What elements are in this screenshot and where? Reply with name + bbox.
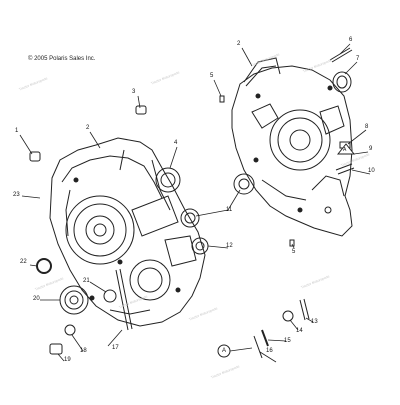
callout-3: 3 [132, 89, 136, 95]
callout-17: 17 [112, 345, 119, 351]
pin-part-5a [219, 95, 225, 103]
bearing-part-11 [180, 208, 200, 228]
reference-marker-label-bottom: A [222, 348, 227, 354]
callout-16: 16 [266, 348, 273, 354]
callout-6: 6 [349, 37, 353, 43]
callout-14: 14 [296, 328, 303, 334]
callout-22: 22 [20, 259, 27, 265]
callout-15: 15 [284, 338, 291, 344]
bolt-part-17 [115, 268, 133, 331]
callout-12: 12 [226, 243, 233, 249]
callout-19: 19 [64, 357, 71, 363]
callout-5: 5 [292, 249, 296, 255]
reference-marker-top [336, 143, 356, 155]
bearing-part-4 [155, 167, 181, 193]
bolt-part-13 [299, 298, 310, 321]
copyright-notice: © 2005 Polaris Sales Inc. [28, 56, 96, 62]
callout-10: 10 [368, 168, 375, 174]
fitting-part-10 [335, 163, 355, 175]
callout-1: 1 [15, 128, 19, 134]
o-ring-part-22 [36, 258, 52, 274]
stud-part-16 [253, 335, 263, 359]
right-crankcase-half [231, 57, 353, 237]
bearing-part-12 [191, 237, 209, 255]
seal-part-7 [332, 71, 352, 93]
callout-5: 5 [210, 73, 214, 79]
washer-part-21 [103, 289, 117, 303]
callout-13: 13 [311, 319, 318, 325]
pulley-part-20 [59, 285, 89, 315]
callout-8: 8 [365, 124, 369, 130]
callout-2: 2 [237, 41, 241, 47]
bearing-part-6 [233, 173, 255, 195]
callout-18: 18 [80, 348, 87, 354]
left-crankcase-half [49, 137, 206, 327]
plug-part-19 [49, 343, 63, 355]
plug-part-1 [29, 151, 41, 162]
callout-4: 4 [174, 140, 178, 146]
callout-7: 7 [356, 56, 360, 62]
callout-21: 21 [83, 278, 90, 284]
washer-part-18 [64, 324, 76, 336]
callout-11: 11 [226, 207, 233, 213]
pin-part-5b [289, 239, 295, 247]
washer-part-14 [282, 310, 294, 322]
bolt-part-6 [329, 47, 353, 63]
reference-marker-label-top: A [343, 147, 347, 153]
leader-lines [19, 43, 371, 363]
callout-9: 9 [369, 146, 373, 152]
pin-part-15 [261, 329, 269, 347]
callout-2: 2 [86, 125, 90, 131]
callout-23: 23 [13, 192, 20, 198]
callout-20: 20 [33, 296, 40, 302]
dowel-part-3 [135, 105, 147, 115]
